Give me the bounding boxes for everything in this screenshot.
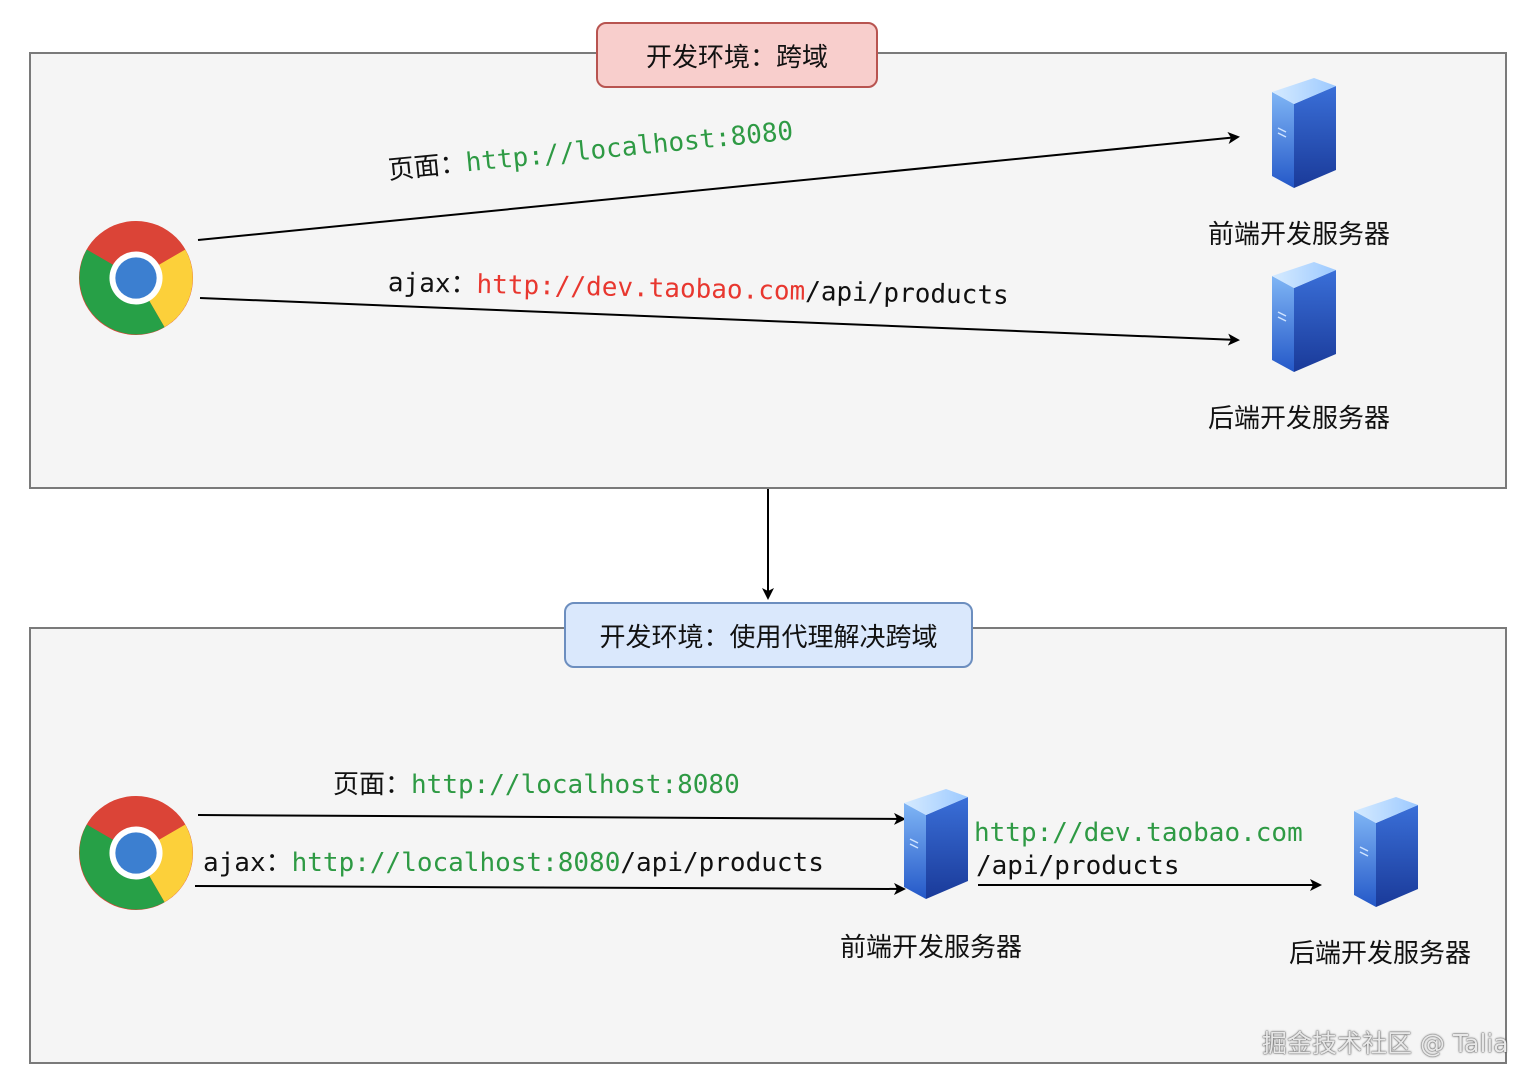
ajax-label: ajax： [387, 268, 477, 300]
ajax-url-host: http://dev.taobao.com [476, 269, 806, 307]
server-icon [904, 789, 968, 899]
bottom-page-arrow [197, 812, 906, 825]
frontend-server-label: 前端开发服务器 [840, 933, 1023, 963]
backend-server-label: 后端开发服务器 [1289, 939, 1472, 969]
title-proxy-solution: 开发环境：使用代理解决跨域 [564, 602, 973, 668]
ajax-url-host: http://localhost:8080 [291, 848, 621, 878]
server-icon [1272, 78, 1336, 188]
ajax-url-path: /api/products [804, 276, 1009, 311]
page-label: 页面： [333, 770, 412, 800]
server-icon [1272, 262, 1336, 372]
page-label: 页面： [386, 148, 468, 186]
frontend-server-label: 前端开发服务器 [1208, 220, 1391, 250]
proxy-url-path: /api/products [976, 851, 1180, 881]
title-cross-origin: 开发环境：跨域 [596, 22, 878, 88]
bottom-ajax-request-label: ajax：http://localhost:8080/api/products [203, 842, 824, 879]
chrome-icon [78, 220, 194, 336]
page-url: http://localhost:8080 [411, 770, 740, 800]
proxy-url-host: http://dev.taobao.com [974, 818, 1303, 848]
server-icon [1354, 797, 1418, 907]
ajax-url-path: /api/products [620, 848, 824, 878]
top-page-arrow [197, 132, 1240, 241]
bottom-ajax-arrow [194, 882, 906, 895]
ajax-label: ajax： [203, 848, 292, 878]
top-ajax-arrow [199, 297, 1240, 346]
backend-server-label: 后端开发服务器 [1208, 404, 1391, 434]
top-panel-cross-origin [29, 52, 1507, 489]
chrome-icon [78, 795, 194, 911]
bottom-page-request-label: 页面：http://localhost:8080 [333, 764, 740, 801]
watermark: 掘金技术社区 @ Talia [1262, 1029, 1509, 1058]
bottom-panel-proxy [29, 627, 1507, 1064]
